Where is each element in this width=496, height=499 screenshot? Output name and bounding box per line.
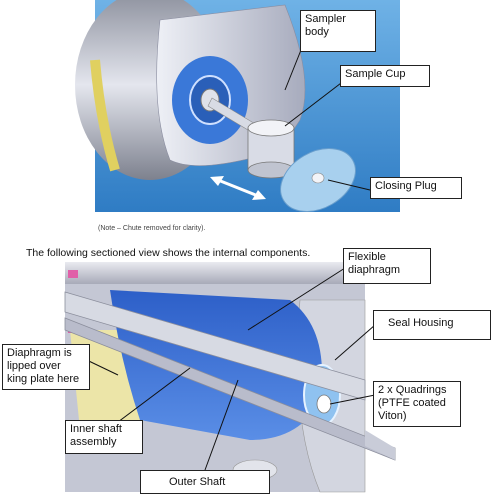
inner-shaft-extension [365, 430, 395, 460]
label-inner-shaft: Inner shaft assembly [65, 420, 143, 454]
label-flexible-diaphragm: Flexible diaphragm [343, 248, 431, 284]
leader-flexible-diaphragm [247, 267, 346, 331]
leader-seal-housing [334, 324, 376, 361]
leader-outer-shaft [204, 379, 239, 471]
quadring [316, 394, 332, 414]
sample-cup-top [247, 119, 295, 137]
leader-quadrings [329, 394, 376, 405]
yellow-band [90, 59, 120, 172]
leader-closing-plug [327, 179, 371, 191]
label-quadrings: 2 x Quadrings (PTFE coated Viton) [373, 381, 461, 427]
leader-inner-shaft [109, 367, 191, 429]
label-outer-shaft: Outer Shaft [140, 470, 270, 494]
label-sample-cup: Sample Cup [340, 65, 430, 87]
label-seal-housing: Seal Housing [373, 310, 491, 340]
outer-shaft-shape [64, 291, 366, 401]
label-closing-plug: Closing Plug [370, 177, 462, 199]
closing-plug-knob [311, 172, 325, 184]
yellow-king-plate [70, 330, 150, 430]
leader-sample-cup [284, 79, 346, 127]
label-sampler-body: Sampler body [300, 10, 376, 52]
pink-accent-1 [68, 270, 78, 278]
upper-housing [65, 262, 365, 284]
section-caption: The following sectioned view shows the i… [26, 247, 311, 259]
chute-note: (Note – Chute removed for clarity). [98, 225, 206, 232]
label-diaphragm-lipped: Diaphragm is lipped over king plate here [2, 344, 90, 390]
double-arrow-icon [210, 176, 266, 200]
